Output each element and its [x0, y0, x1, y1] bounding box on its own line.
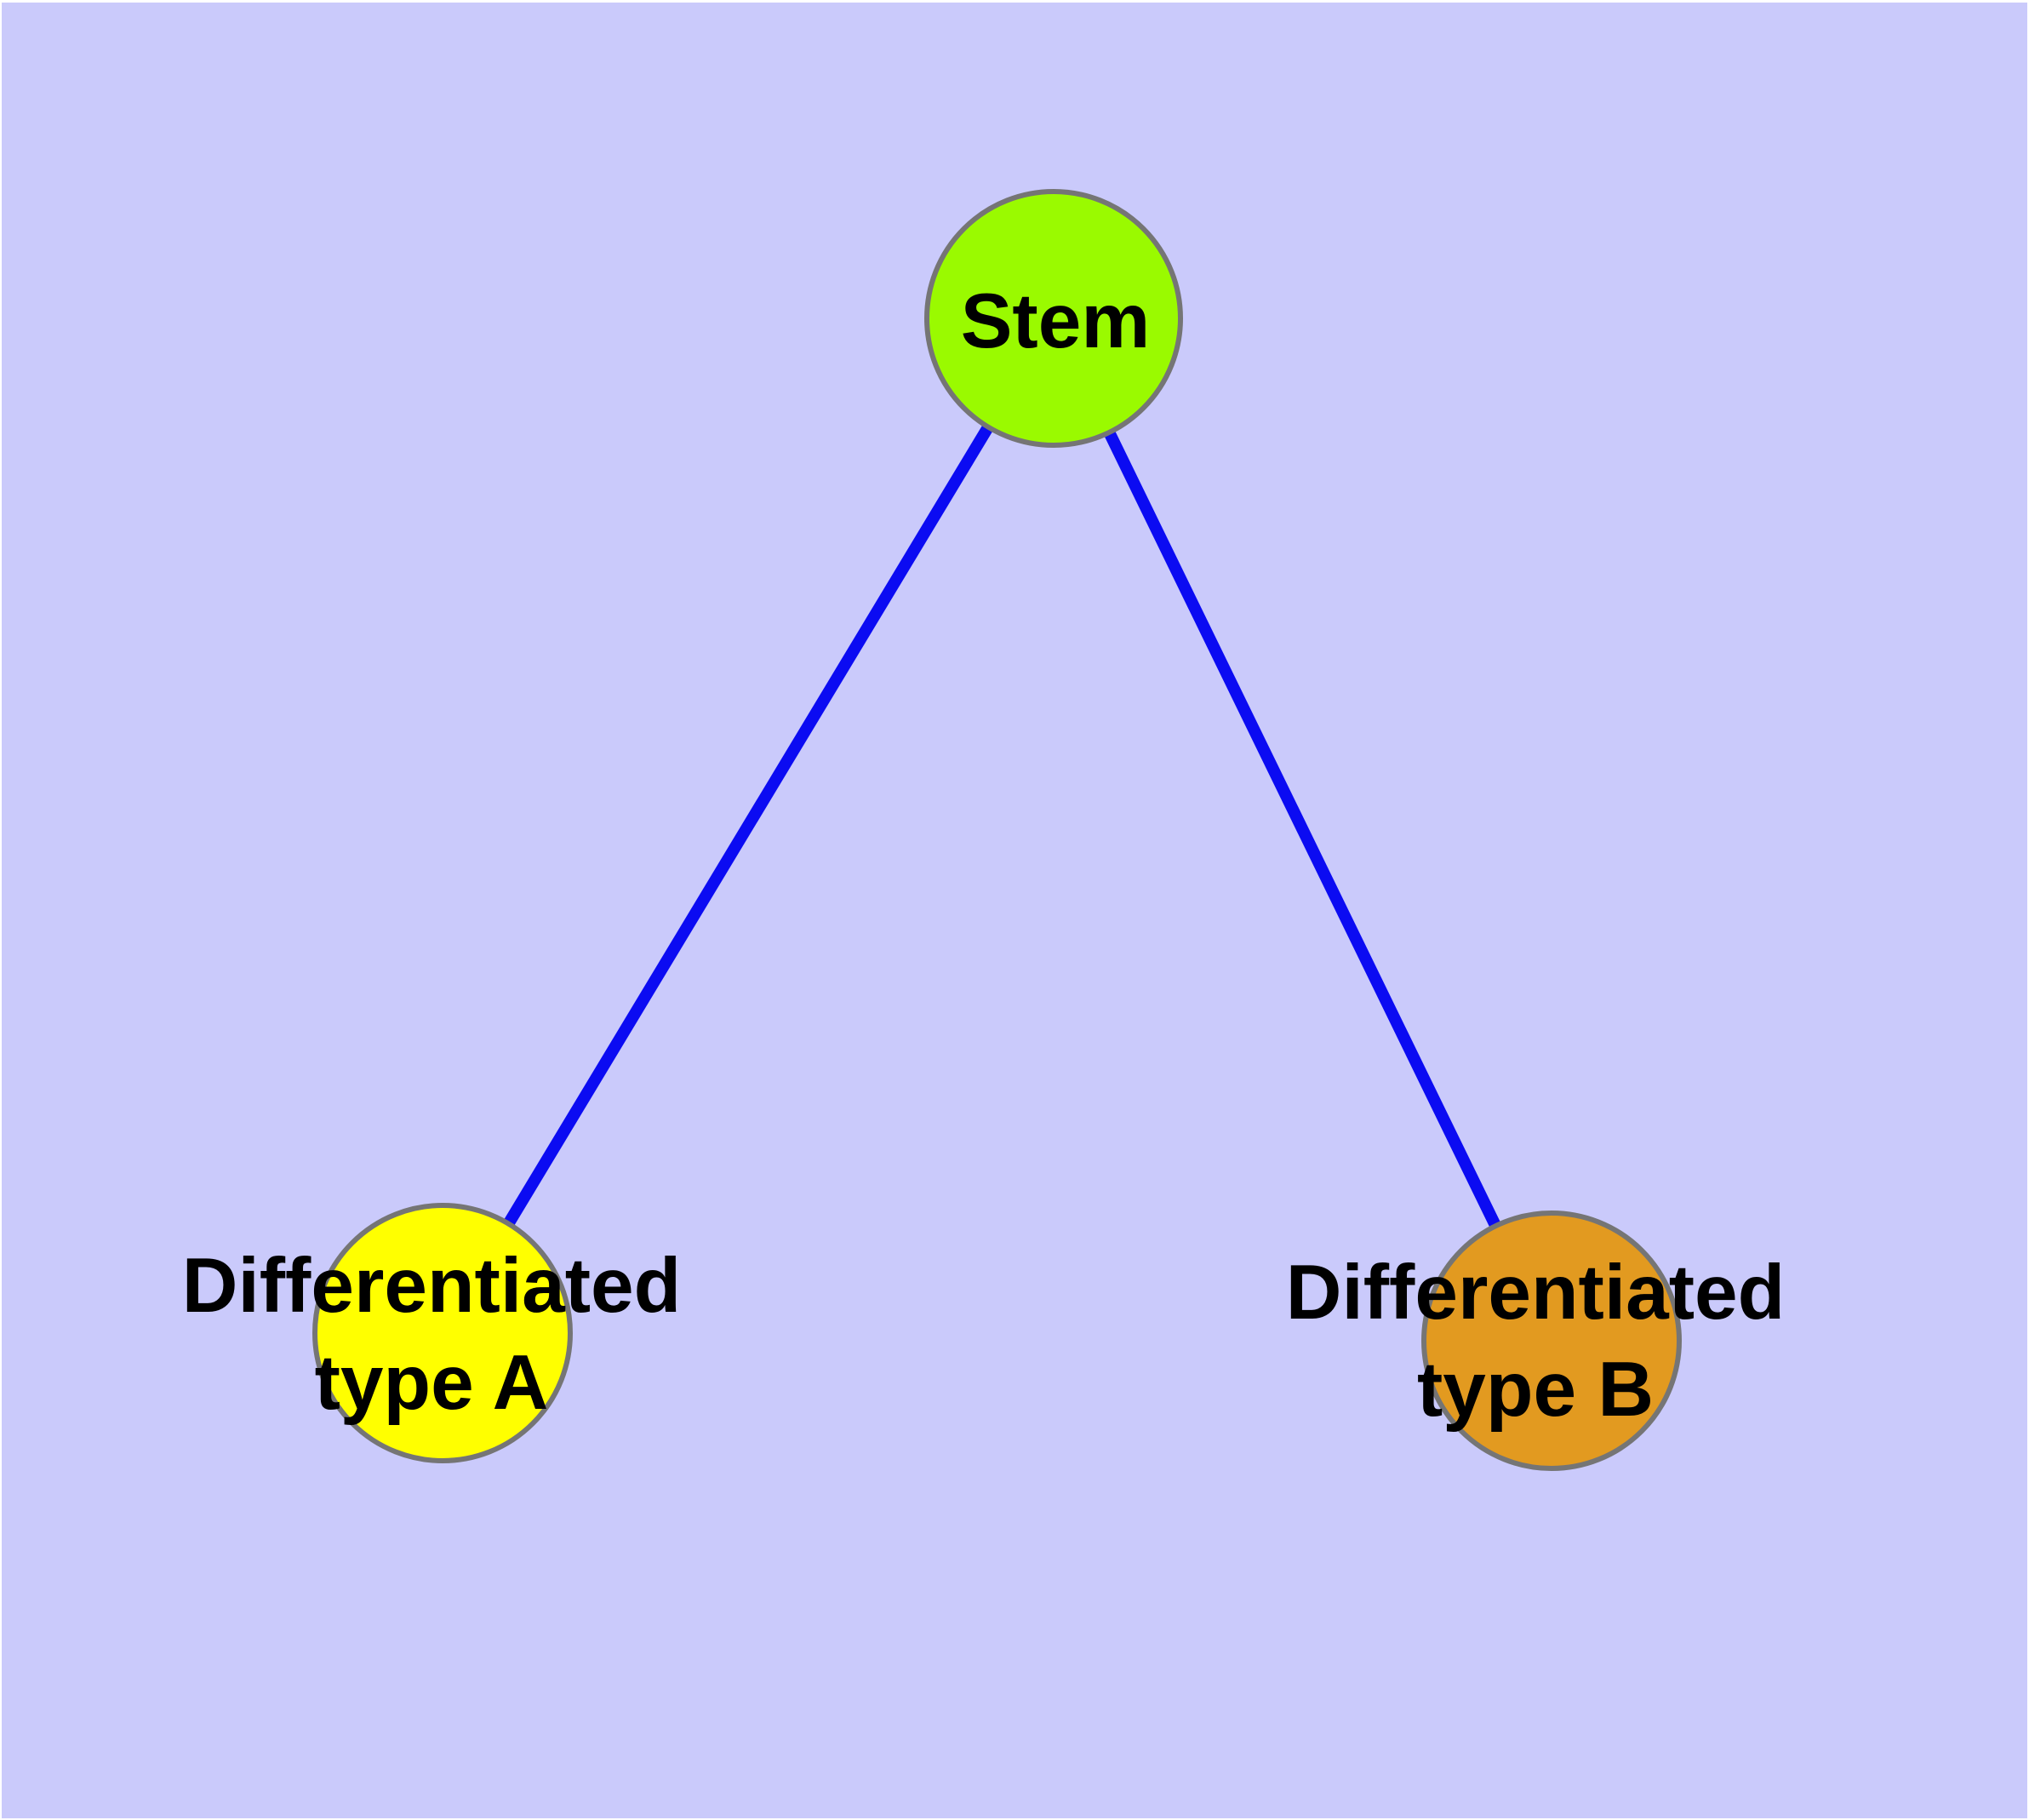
node-label-differentiated-type-a: Differentiated type A [181, 1243, 682, 1426]
node-differentiated-type-b [1421, 1210, 1682, 1471]
node-differentiated-type-a [312, 1203, 573, 1463]
edge-stem-to-type-b [1048, 315, 1557, 1344]
edge-stem-to-type-a [437, 315, 1059, 1336]
node-stem [924, 189, 1183, 448]
node-label-differentiated-type-b: Differentiated type B [1285, 1250, 1786, 1433]
node-label-stem: Stem [960, 278, 1151, 364]
